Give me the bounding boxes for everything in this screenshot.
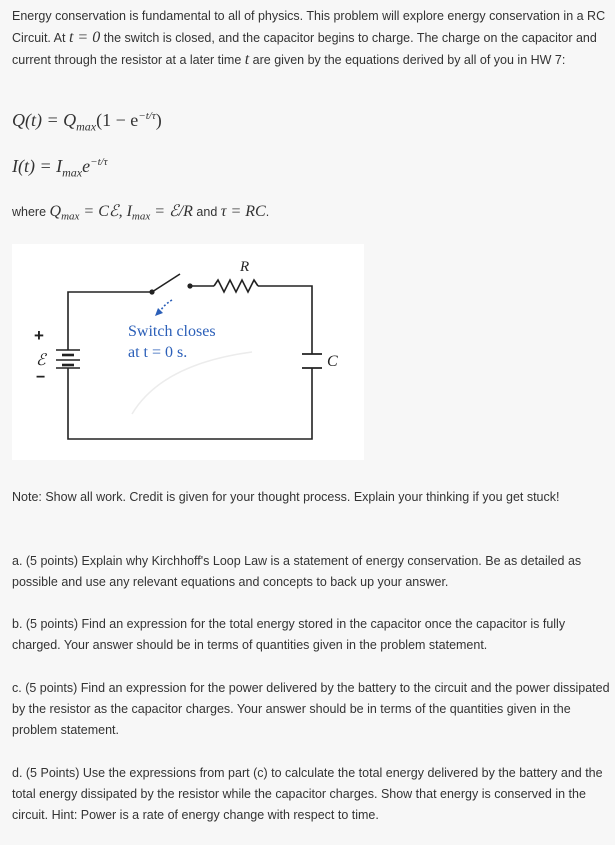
- battery-plus-sign: +: [34, 326, 44, 345]
- intro-text-3: are given by the equations derived by al…: [249, 53, 566, 67]
- current-eq-e: e: [82, 156, 91, 176]
- switch-symbol: [149, 273, 193, 316]
- current-eq-imax: I: [56, 156, 63, 176]
- definitions-line: where Qmax = Cℰ, Imax = ℰ/R and τ = RC.: [12, 201, 612, 228]
- wire-top-left: [67, 291, 152, 350]
- charge-eq-qmax: Q: [63, 110, 77, 130]
- question-a: a. (5 points) Explain why Kirchhoff's Lo…: [12, 554, 582, 589]
- charge-eq-qmax-sub: max: [76, 119, 97, 134]
- intro-paragraph: Energy conservation is fundamental to al…: [12, 6, 612, 71]
- current-eq-exponent: −t/τ: [90, 156, 108, 168]
- question-d: d. (5 Points) Use the expressions from p…: [12, 766, 603, 822]
- resistor-symbol: [213, 278, 259, 294]
- battery-minus-sign: −: [36, 369, 45, 386]
- def-eq2: = ℰ/R: [150, 203, 193, 220]
- charge-eq-rest: (1 − e: [96, 110, 139, 130]
- current-equation: I(t) = Imaxe−t/τ: [12, 156, 108, 181]
- battery-emf-label: ℰ: [36, 352, 48, 369]
- def-imax-sub: max: [131, 210, 151, 223]
- charge-equation: Q(t) = Qmax(1 − e−t/τ): [12, 110, 162, 135]
- rc-circuit-figure: R Switch closes at t = 0 s. + ℰ − C: [12, 244, 364, 460]
- def-qmax: Q: [49, 203, 62, 220]
- charge-eq-exponent: −t/τ: [138, 110, 156, 122]
- switch-caption-line2: at t = 0 s.: [128, 344, 187, 361]
- math-t-equals-zero: t = 0: [68, 29, 101, 46]
- battery-symbol: [56, 349, 80, 369]
- question-b: b. (5 points) Find an expression for the…: [12, 617, 566, 652]
- rc-circuit-diagram: R Switch closes at t = 0 s. + ℰ − C: [34, 259, 338, 440]
- def-eq1: = Cℰ,: [79, 203, 127, 220]
- faint-background-curve: [131, 351, 253, 415]
- note-paragraph: Note: Show all work. Credit is given for…: [12, 490, 560, 504]
- def-tau: τ = RC: [220, 203, 266, 220]
- circuit-wires: [67, 285, 313, 440]
- switch-caption-line1: Switch closes: [128, 323, 216, 340]
- capacitor-symbol: [302, 353, 322, 369]
- intro-text-2: the switch is closed, and the capacitor …: [12, 31, 597, 67]
- charge-eq-close: ): [155, 110, 162, 130]
- where-word: where: [12, 205, 50, 219]
- def-imax: I: [126, 203, 132, 220]
- def-period: .: [265, 205, 270, 219]
- current-eq-lhs: I(t) =: [12, 156, 57, 176]
- and-word: and: [192, 205, 221, 219]
- wire-bottom: [67, 368, 313, 440]
- capacitor-label: C: [327, 353, 338, 370]
- math-t: t: [244, 51, 250, 68]
- def-qmax-sub: max: [61, 210, 80, 223]
- question-c: c. (5 points) Find an expression for the…: [12, 681, 610, 737]
- resistor-label: R: [239, 259, 249, 275]
- wire-top-right: [258, 285, 313, 354]
- charge-eq-lhs: Q(t) =: [12, 110, 64, 130]
- current-eq-imax-sub: max: [62, 165, 83, 180]
- intro-text-1: Energy conservation is fundamental to al…: [12, 9, 606, 45]
